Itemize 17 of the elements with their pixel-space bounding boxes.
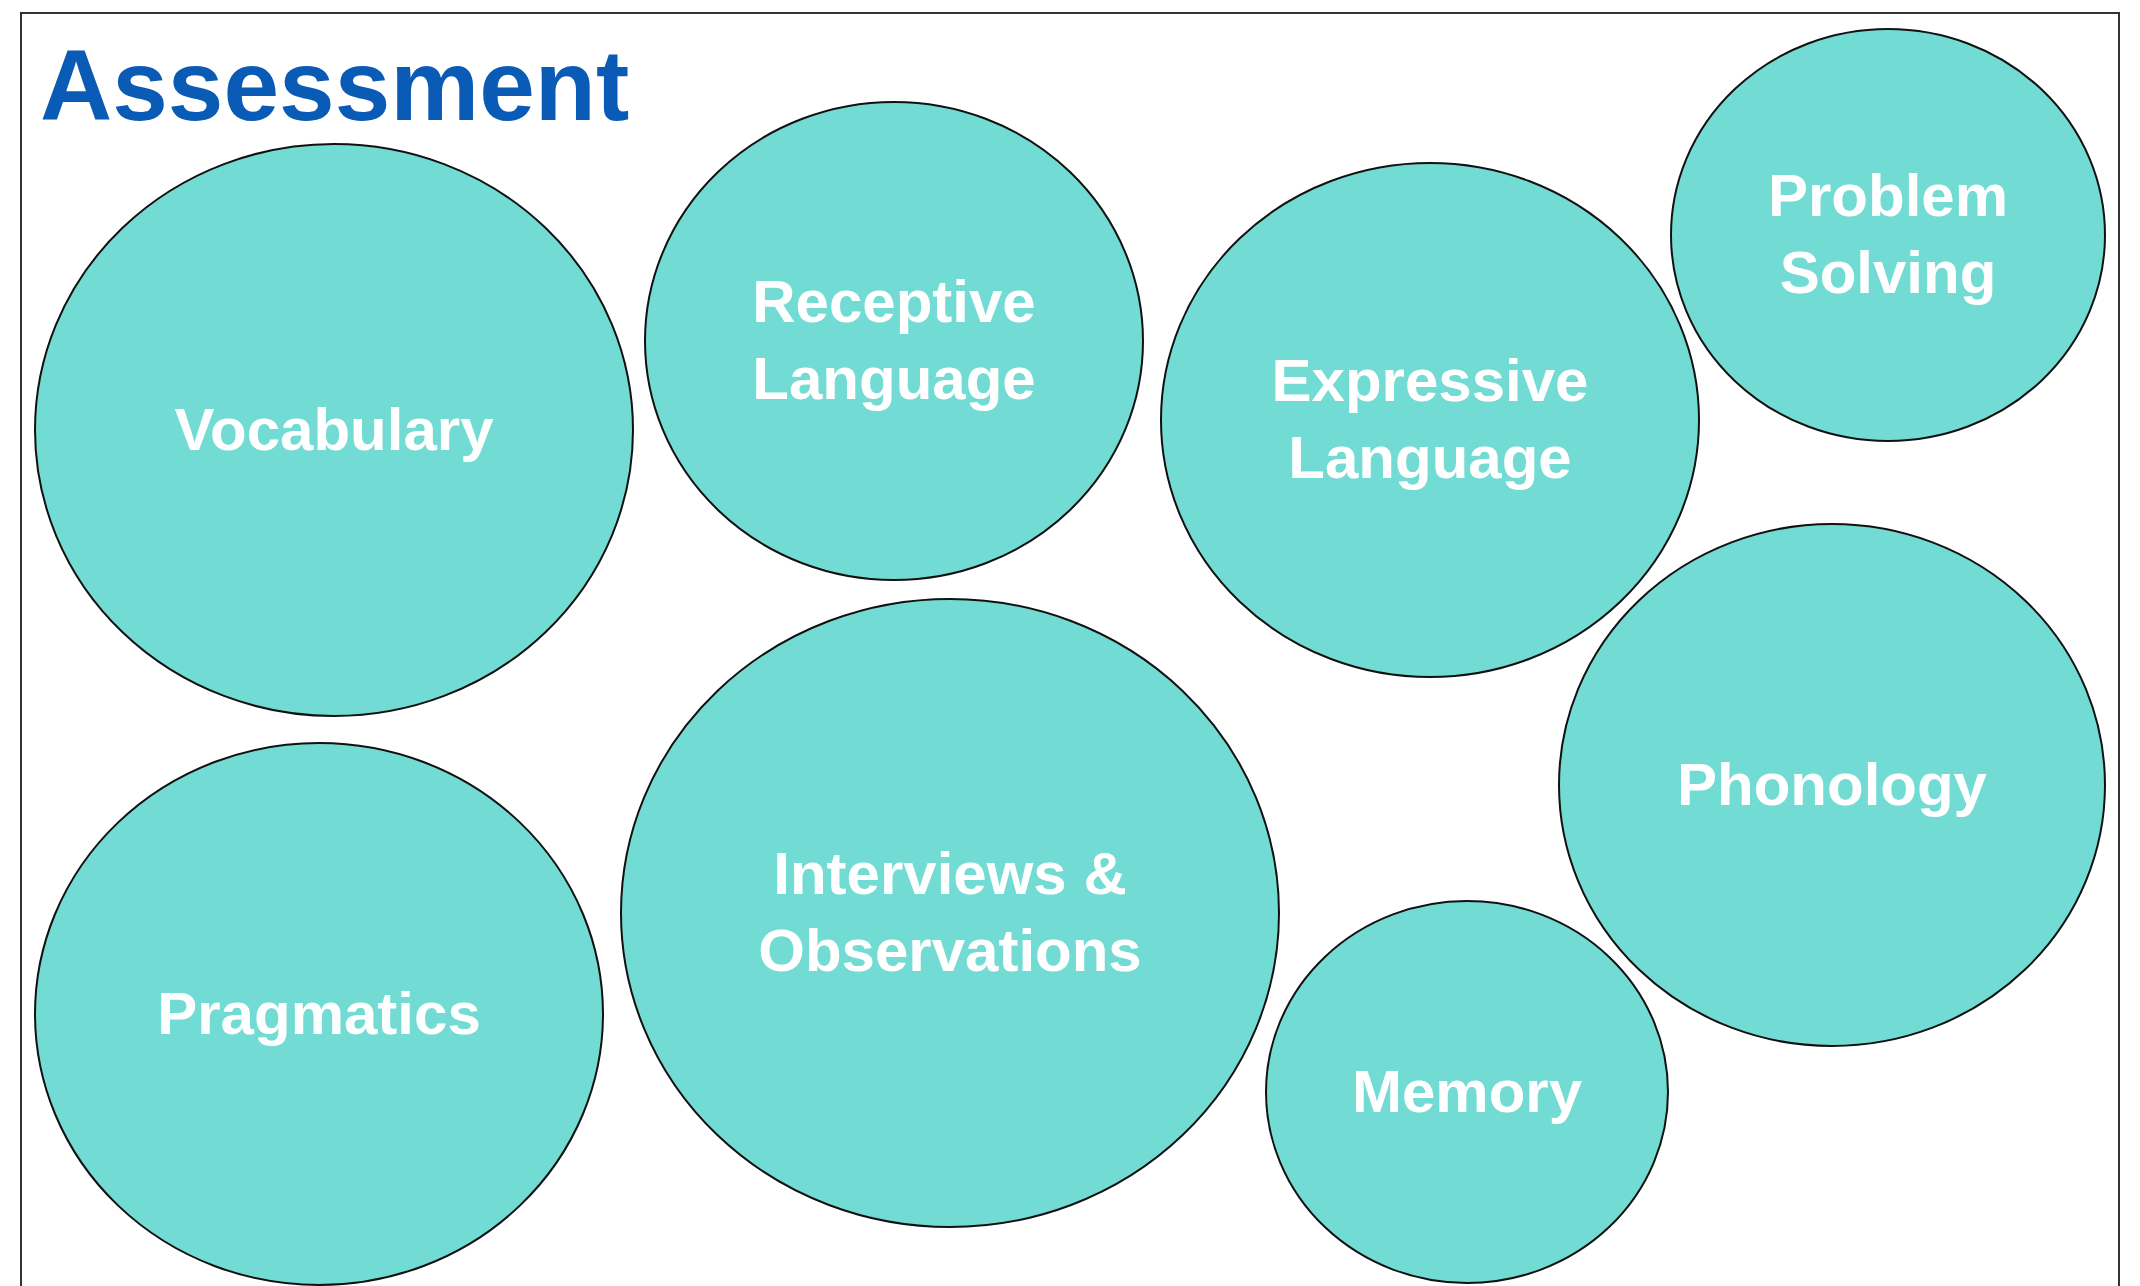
topic-label: Problem Solving	[1767, 161, 2009, 308]
topic-circle	[1160, 162, 1700, 678]
topic-label: Memory	[1351, 1056, 1583, 1127]
topic-label: Receptive Language	[752, 267, 1036, 414]
topic-circle	[1265, 900, 1669, 1284]
topic-circle	[644, 101, 1144, 581]
topic-label: Expressive Language	[1271, 346, 1589, 493]
topic-circle	[620, 598, 1280, 1228]
topic-circle	[1670, 28, 2106, 442]
topic-label: Vocabulary	[174, 394, 494, 465]
title: Assessment	[40, 30, 630, 140]
topic-circle	[34, 742, 604, 1286]
topic-label: Phonology	[1677, 749, 1987, 820]
topic-label: Pragmatics	[157, 978, 481, 1049]
topic-circle	[34, 143, 634, 717]
topic-circle	[1558, 523, 2106, 1047]
topic-label: Interviews & Observations	[758, 839, 1142, 986]
